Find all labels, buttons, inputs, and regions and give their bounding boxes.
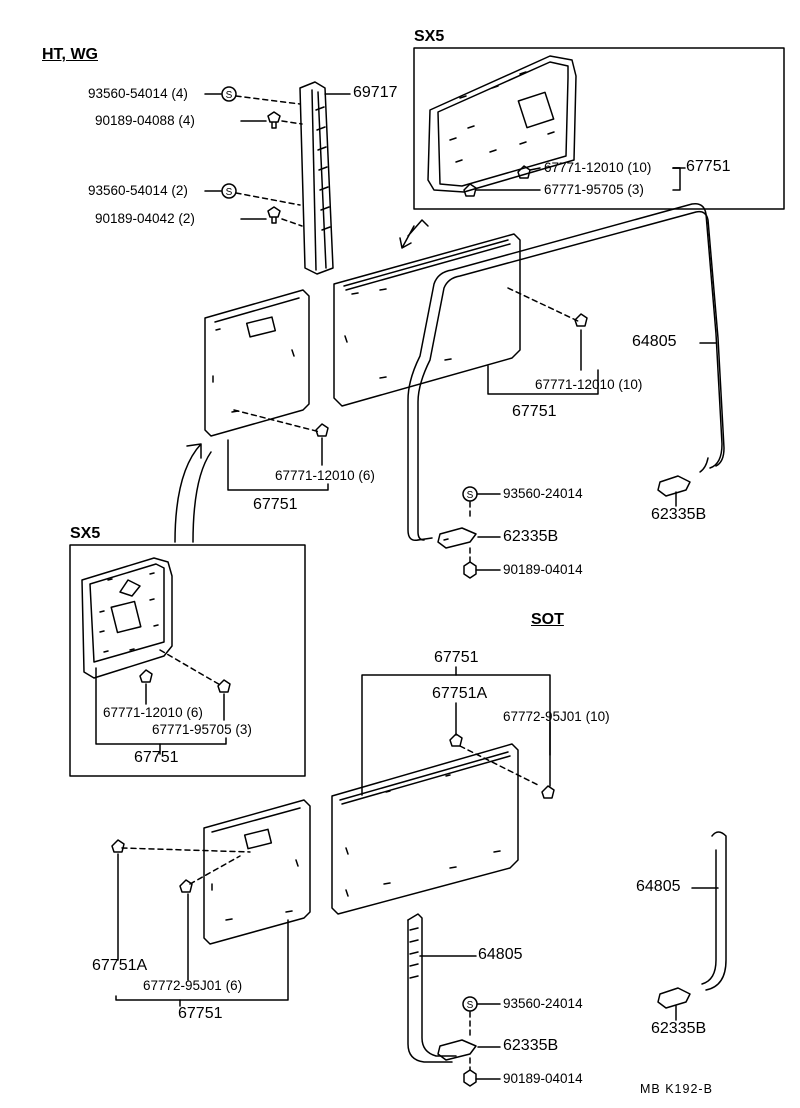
svg-text:S: S — [226, 90, 233, 101]
label-93560-54014-2: 93560-54014 (2) — [88, 183, 188, 198]
label-sotl-67772-95j01-6: 67772-95J01 (6) — [143, 978, 243, 993]
label-90189-04014-top: 90189-04014 — [503, 562, 583, 577]
sx5-top-panel — [427, 55, 577, 193]
arrow-icon — [174, 443, 212, 543]
label-sot-90189-04014: 90189-04014 — [503, 1071, 583, 1086]
label-90189-04088-4: 90189-04088 (4) — [95, 113, 195, 128]
header-ht-wg: HT, WG — [42, 46, 98, 63]
label-69717: 69717 — [353, 84, 398, 101]
weatherstrip-64805-sot — [407, 913, 457, 1063]
header-sot: SOT — [531, 611, 564, 628]
label-sot-67751a: 67751A — [432, 685, 488, 702]
label-sx5l-67771-12010-6: 67771-12010 (6) — [103, 705, 203, 720]
door-trim-panel-small — [204, 289, 310, 437]
label-93560-24014-top: 93560-24014 — [503, 486, 583, 501]
label-sot-64805-mid: 64805 — [478, 946, 523, 963]
arrow-icon — [399, 219, 429, 249]
label-sot-93560-24014: 93560-24014 — [503, 996, 583, 1011]
svg-text:S: S — [467, 490, 474, 501]
label-big-67751: 67751 — [512, 403, 557, 420]
clip-icon — [217, 679, 231, 693]
pillar-trim-69717 — [299, 81, 334, 275]
label-sot-62335b: 62335B — [503, 1037, 559, 1054]
clip-icon — [139, 669, 153, 683]
svg-text:S: S — [226, 187, 233, 198]
bracket-icon — [657, 987, 691, 1009]
clip-icon — [574, 313, 588, 327]
reference-code: MB K192-B — [640, 1082, 713, 1096]
clip-icon — [449, 733, 463, 747]
label-62335b-right-top: 62335B — [651, 506, 707, 523]
label-90189-04042-2: 90189-04042 (2) — [95, 211, 195, 226]
clip-icon — [517, 165, 531, 179]
label-64805-top: 64805 — [632, 333, 677, 350]
sot-large-panel — [331, 743, 519, 915]
label-sx5l-67771-95705-3: 67771-95705 (3) — [152, 722, 252, 737]
washer-icon — [221, 86, 237, 102]
label-sotl-67751: 67751 — [178, 1005, 223, 1022]
door-trim-panel-large — [333, 233, 521, 407]
header-sx5-top: SX5 — [414, 28, 445, 45]
label-small-67751: 67751 — [253, 496, 298, 513]
label-sotl-67751a: 67751A — [92, 957, 148, 974]
weatherstrip-64805 — [407, 202, 725, 542]
svg-text:S: S — [467, 1000, 474, 1011]
sot-small-panel — [203, 799, 311, 945]
label-sot-67772-95j01-10: 67772-95J01 (10) — [503, 709, 610, 724]
bolt-icon — [267, 111, 281, 129]
nut-icon — [463, 1069, 477, 1087]
clip-icon — [315, 423, 329, 437]
label-sx5t-67771-95705-3: 67771-95705 (3) — [544, 182, 644, 197]
label-sot-62335b-right: 62335B — [651, 1020, 707, 1037]
sx5-left-panel — [81, 557, 173, 679]
clip-icon — [179, 879, 193, 893]
bracket-icon — [437, 527, 477, 549]
bracket-icon — [657, 475, 691, 497]
clip-icon — [541, 785, 555, 799]
bracket-icon — [437, 1039, 477, 1061]
header-sx5-left: SX5 — [70, 525, 101, 542]
nut-icon — [463, 561, 477, 579]
bolt-icon — [267, 206, 281, 224]
label-93560-54014-4: 93560-54014 (4) — [88, 86, 188, 101]
sx5-top-box — [413, 47, 785, 210]
label-small-67771-12010-6: 67771-12010 (6) — [275, 468, 375, 483]
label-big-67771-12010-10: 67771-12010 (10) — [535, 377, 643, 392]
clip-icon — [463, 183, 477, 197]
label-sx5t-67771-12010-10: 67771-12010 (10) — [544, 160, 652, 175]
label-sot-67751: 67751 — [434, 649, 479, 666]
sx5-left-box — [69, 544, 306, 777]
clip-icon — [111, 839, 125, 853]
label-sot-64805-right: 64805 — [636, 878, 681, 895]
washer-icon — [221, 183, 237, 199]
label-62335b-mid: 62335B — [503, 528, 559, 545]
label-sx5t-67751: 67751 — [686, 158, 731, 175]
label-sx5l-67751: 67751 — [134, 749, 179, 766]
weatherstrip-64805-sot-right — [701, 831, 727, 991]
